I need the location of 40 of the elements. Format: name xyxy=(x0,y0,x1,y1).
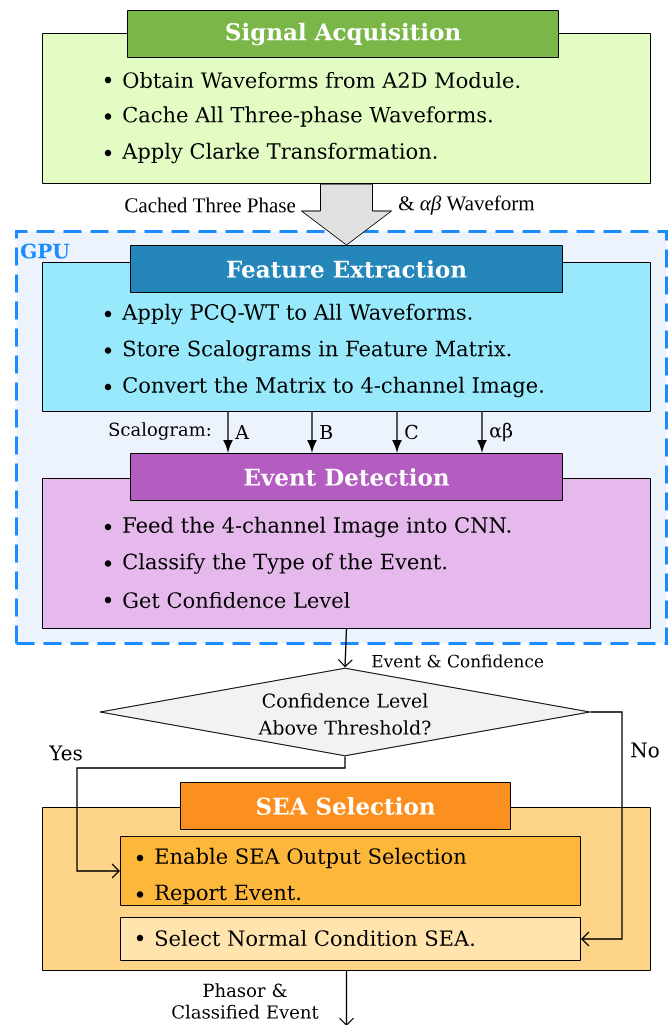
flow-label: & αβ Waveform xyxy=(399,195,535,215)
arrow xyxy=(392,411,402,452)
edge-label: No xyxy=(631,742,659,758)
arrow xyxy=(223,411,233,452)
bullet-item: Obtain Waveforms from A2D Module. xyxy=(104,71,520,89)
bullet-item: Feed the 4-channel Image into CNN. xyxy=(104,516,511,538)
edge-label: B xyxy=(320,425,332,439)
block-arrow xyxy=(301,183,392,246)
heading-tab: Event Detection xyxy=(130,453,563,501)
arrow xyxy=(338,970,355,1025)
bullet-item: Report Event. xyxy=(136,884,300,905)
output-box xyxy=(120,836,581,906)
process-box xyxy=(42,10,651,184)
bullet-item: Classify the Type of the Event. xyxy=(104,553,446,574)
edge-label: C xyxy=(405,424,418,440)
edge-label: αβ xyxy=(490,422,513,442)
flow-label: Scalogram: xyxy=(109,422,210,440)
bullet-item: Select Normal Condition SEA. xyxy=(136,929,474,947)
edge-label: Yes xyxy=(49,745,82,761)
bullet-item: Apply Clarke Transformation. xyxy=(104,142,437,164)
bullet-item: Convert the Matrix to 4-channel Image. xyxy=(104,376,543,398)
edge-label: Event & Confidence xyxy=(372,654,544,668)
output-box xyxy=(120,917,581,961)
arrow xyxy=(307,411,317,452)
bullet-item: Apply PCQ-WT to All Waveforms. xyxy=(104,303,472,325)
edge-label: Phasor & Classified Event xyxy=(172,983,319,1019)
bullet-item: Store Scalograms in Feature Matrix. xyxy=(104,340,511,361)
arrow xyxy=(581,711,623,947)
bullet-item: Get Confidence Level xyxy=(104,591,350,609)
flow-label: Cached Three Phase xyxy=(125,197,296,213)
bullet-item: Enable SEA Output Selection xyxy=(136,847,467,869)
arrow xyxy=(477,411,487,452)
heading-tab: SEA Selection xyxy=(180,782,511,830)
arrow xyxy=(337,628,353,668)
heading-tab: Feature Extraction xyxy=(130,245,563,293)
process-box xyxy=(42,453,651,629)
heading-tab: Signal Acquisition xyxy=(127,10,559,58)
bullet-item: Cache All Three-phase Waveforms. xyxy=(104,106,492,127)
edge-label: A xyxy=(235,425,250,439)
arrow xyxy=(76,755,346,879)
